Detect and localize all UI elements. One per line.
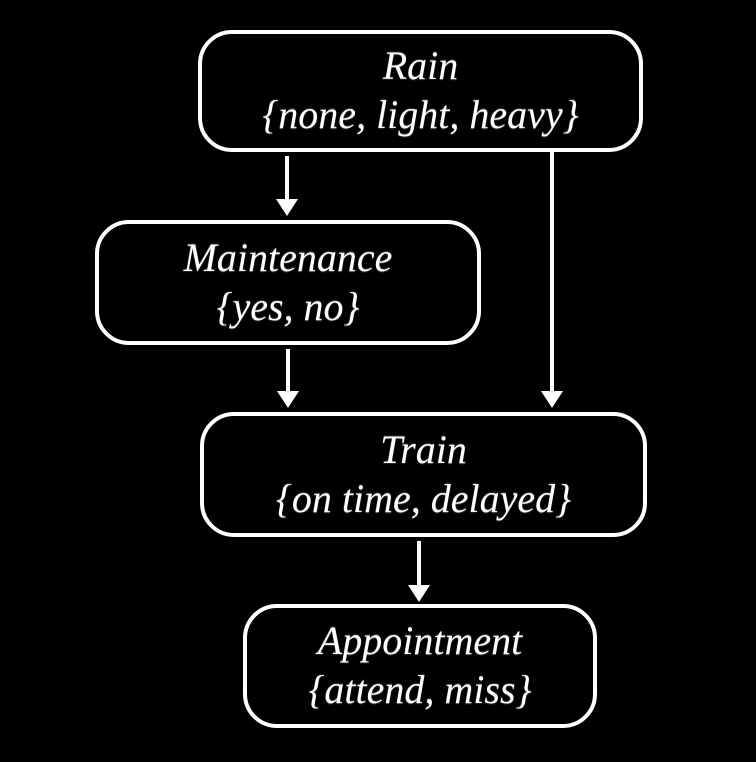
node-appointment-label: Appointment (317, 618, 523, 664)
arrow-head-icon (276, 199, 298, 216)
arrow-line (285, 156, 289, 203)
edge-rain-to-train-arrow (540, 152, 564, 408)
edge-maintenance-to-train-arrow (276, 349, 300, 408)
node-rain-domain: {none, light, heavy} (262, 92, 579, 137)
arrow-line (550, 152, 554, 395)
node-maintenance-label: Maintenance (183, 234, 393, 280)
node-train-domain: {on time, delayed} (275, 475, 572, 521)
node-train-label: Train (380, 426, 467, 472)
node-maintenance-domain: {yes, no} (216, 283, 360, 329)
node-maintenance: Maintenance {yes, no} (95, 220, 481, 345)
node-rain: Rain {none, light, heavy} (198, 30, 643, 152)
node-appointment-domain: {attend, miss} (308, 667, 532, 712)
arrow-head-icon (277, 391, 299, 408)
arrow-line (286, 349, 290, 395)
node-rain-label: Rain (382, 43, 459, 89)
edge-train-to-appointment-arrow (407, 541, 431, 602)
arrow-head-icon (408, 585, 430, 602)
arrow-head-icon (541, 391, 563, 408)
node-train: Train {on time, delayed} (200, 412, 647, 537)
node-appointment: Appointment {attend, miss} (243, 604, 597, 728)
arrow-line (417, 541, 421, 589)
edge-rain-to-maintenance-arrow (275, 156, 299, 216)
